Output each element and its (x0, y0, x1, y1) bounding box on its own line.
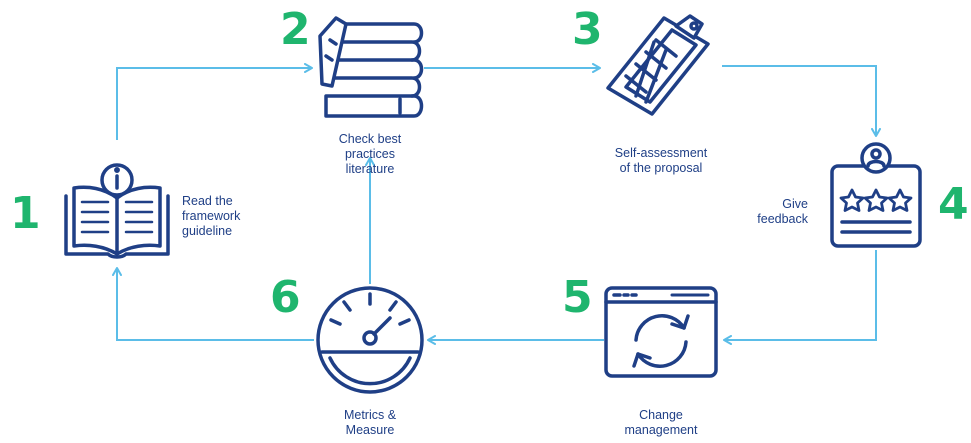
step-3-number: 3 (572, 4, 603, 55)
step-5-number: 5 (562, 272, 593, 323)
arrow-1-to-2 (116, 63, 313, 140)
step-5-label: Change management (624, 408, 698, 437)
step-1-label: Read the framework guideline (182, 194, 241, 238)
speedometer-gauge-icon (316, 286, 424, 394)
step-4-label: Give feedback (757, 197, 808, 226)
step-6-label: Metrics & Measure (343, 408, 397, 437)
step-1-number: 1 (10, 188, 41, 239)
arrow-3-to-4 (722, 65, 881, 137)
arrow-6-to-1 (112, 267, 314, 341)
step-6-number: 6 (270, 272, 301, 323)
step-4-number: 4 (938, 179, 969, 230)
step-2-number: 2 (280, 4, 311, 55)
clipboard-form-icon (606, 14, 710, 116)
arrow-4-to-5 (723, 250, 877, 345)
step-2-label: Check best practices literature (338, 132, 402, 176)
profile-rating-card-icon (830, 142, 922, 248)
browser-refresh-icon (604, 286, 718, 378)
stacked-books-icon (318, 16, 424, 118)
open-book-info-icon (64, 163, 170, 259)
step-3-label: Self-assessment of the proposal (614, 146, 708, 175)
